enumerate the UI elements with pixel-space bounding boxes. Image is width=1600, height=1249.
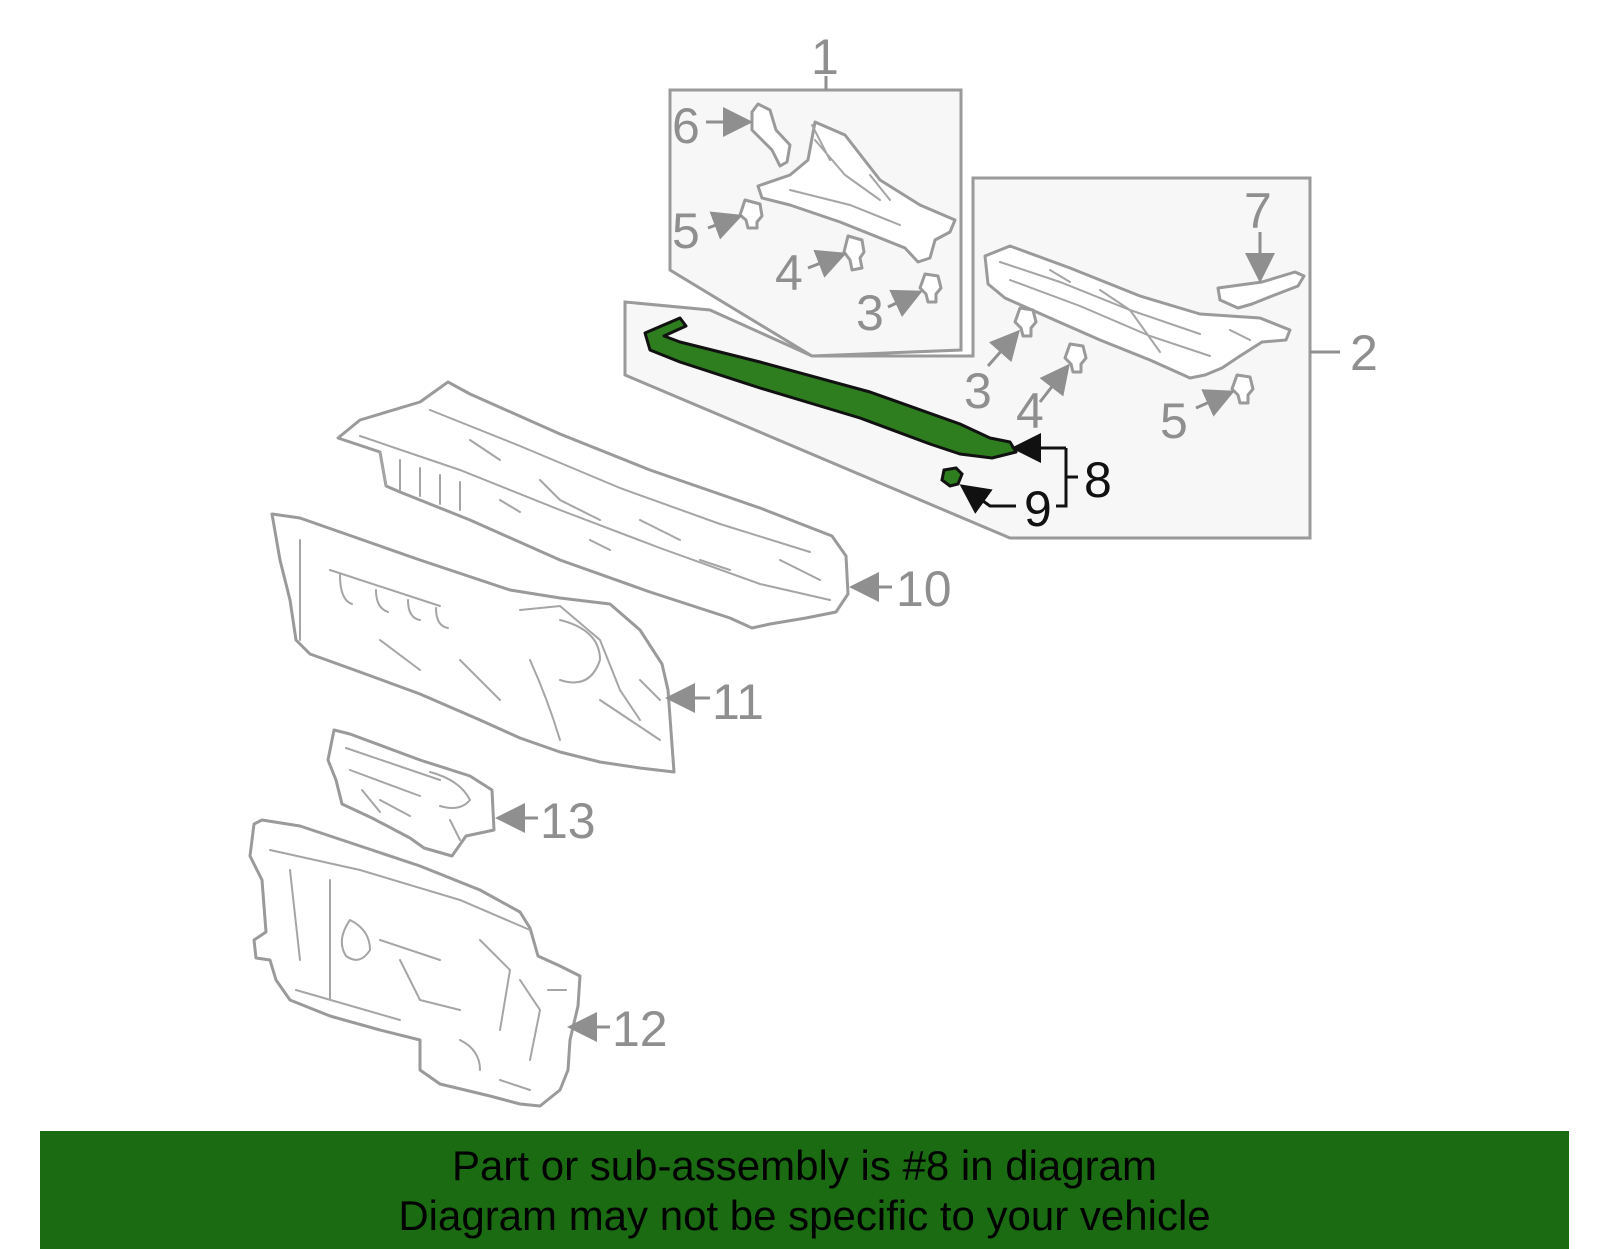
callout-4a[interactable]: 4	[775, 245, 803, 301]
lower-cowl-part-10[interactable]	[336, 380, 850, 630]
callout-11[interactable]: 11	[712, 674, 764, 730]
callout-9[interactable]: 9	[1024, 481, 1052, 537]
group-box-part-2: 2 7 3 4 5	[623, 176, 1378, 540]
clip-part-4b[interactable]	[1063, 342, 1088, 374]
callout-5a[interactable]: 5	[672, 203, 700, 259]
dashboard-insulator-part-11[interactable]	[270, 512, 676, 774]
callout-13[interactable]: 13	[540, 793, 596, 849]
bracket-part-7[interactable]	[1216, 270, 1306, 310]
callout-2[interactable]: 2	[1350, 325, 1378, 381]
callout-5b[interactable]: 5	[1160, 393, 1188, 449]
callout-8[interactable]: 8	[1084, 452, 1112, 508]
parts-diagram: 1 6 5 4 3 2	[248, 29, 1378, 1108]
insulator-part-13[interactable]	[326, 728, 496, 858]
dashboard-panel-part-12[interactable]	[248, 818, 582, 1108]
callout-12[interactable]: 12	[612, 1001, 668, 1057]
callout-3b[interactable]: 3	[964, 363, 992, 419]
footer-line-1: Part or sub-assembly is #8 in diagram	[452, 1142, 1157, 1189]
callout-10[interactable]: 10	[896, 561, 952, 617]
footer-banner: Part or sub-assembly is #8 in diagram Di…	[40, 1131, 1569, 1249]
clip-part-9[interactable]	[940, 466, 964, 488]
callout-3a[interactable]: 3	[856, 285, 884, 341]
cowl-top-left-panel[interactable]	[756, 120, 957, 264]
callout-4b[interactable]: 4	[1016, 383, 1044, 439]
callout-7[interactable]: 7	[1244, 183, 1272, 239]
cowl-seal-part-8-highlighted[interactable]	[643, 316, 1018, 460]
group-box-part-1: 1 6 5 4 3	[668, 29, 963, 358]
footer-line-2: Diagram may not be specific to your vehi…	[398, 1192, 1211, 1239]
callout-1[interactable]: 1	[811, 29, 839, 85]
callout-6[interactable]: 6	[672, 98, 700, 154]
clip-part-3b[interactable]	[1013, 306, 1038, 338]
cowl-top-right-panel[interactable]	[983, 244, 1292, 380]
